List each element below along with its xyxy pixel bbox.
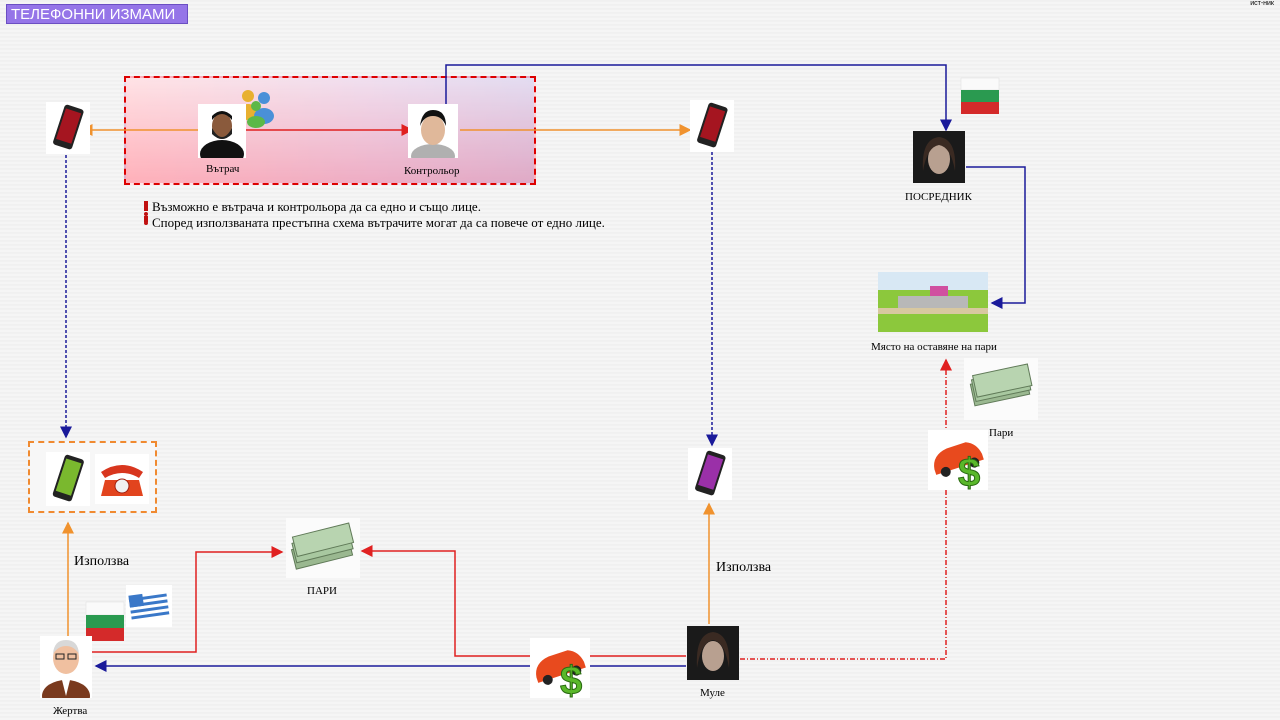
car-dollar-icon: $ bbox=[928, 430, 988, 496]
car-dollar-icon: $ bbox=[530, 638, 590, 704]
node-label-mule: Муле bbox=[700, 687, 725, 699]
arrow-controller-posrednik bbox=[445, 64, 952, 132]
node-label-posrednik: ПОСРЕДНИК bbox=[905, 191, 972, 203]
node-label-controller: Контрольор bbox=[404, 165, 460, 177]
flag-bulgaria-icon bbox=[959, 74, 1001, 118]
rotary-phone-icon bbox=[95, 454, 149, 504]
phone-red-icon bbox=[46, 102, 90, 154]
node-label-pari-small: Пари bbox=[989, 427, 1014, 439]
phone-red-icon bbox=[690, 100, 734, 152]
svg-text:$: $ bbox=[958, 451, 980, 490]
field-photo-icon bbox=[878, 272, 988, 332]
note-line-1: Възможно е вътрача и контрольора да са е… bbox=[152, 199, 481, 214]
corner-text: ист-ник bbox=[1250, 0, 1274, 7]
exclamation-icon bbox=[141, 201, 151, 225]
arrow-mule-money bbox=[360, 545, 686, 657]
flag-greece-icon bbox=[126, 585, 172, 627]
man-asian-icon bbox=[408, 104, 458, 168]
edge-label-mule-uses: Използва bbox=[716, 560, 772, 575]
flag-bulgaria-icon bbox=[84, 600, 126, 642]
node-label-vartach: Вътрач bbox=[206, 163, 240, 175]
node-label-victim: Жертва bbox=[53, 705, 88, 717]
phone-purple-icon bbox=[688, 448, 732, 500]
man-hooded-icon bbox=[913, 131, 965, 183]
edge-label-victim-uses: Използва bbox=[74, 554, 130, 569]
man-bearded-icon bbox=[198, 104, 246, 168]
money-bills-icon bbox=[286, 518, 360, 578]
page-title: ТЕЛЕФОННИ ИЗМАМИ bbox=[6, 4, 188, 24]
node-label-pari-center: ПАРИ bbox=[307, 585, 337, 597]
phone-green-icon bbox=[46, 452, 90, 506]
arrow-posrednik-drop bbox=[966, 166, 1026, 309]
svg-text:$: $ bbox=[560, 659, 582, 698]
note-line-2: Според използваната престъпна схема вътр… bbox=[152, 215, 605, 230]
old-man-icon bbox=[40, 636, 92, 712]
man-hooded-icon bbox=[687, 626, 739, 680]
node-label-drop-place: Място на оставяне на пари bbox=[871, 341, 997, 353]
arrow-victim-money bbox=[92, 546, 284, 653]
money-bills-icon bbox=[964, 358, 1038, 420]
arrow-mule-drop bbox=[740, 358, 952, 660]
